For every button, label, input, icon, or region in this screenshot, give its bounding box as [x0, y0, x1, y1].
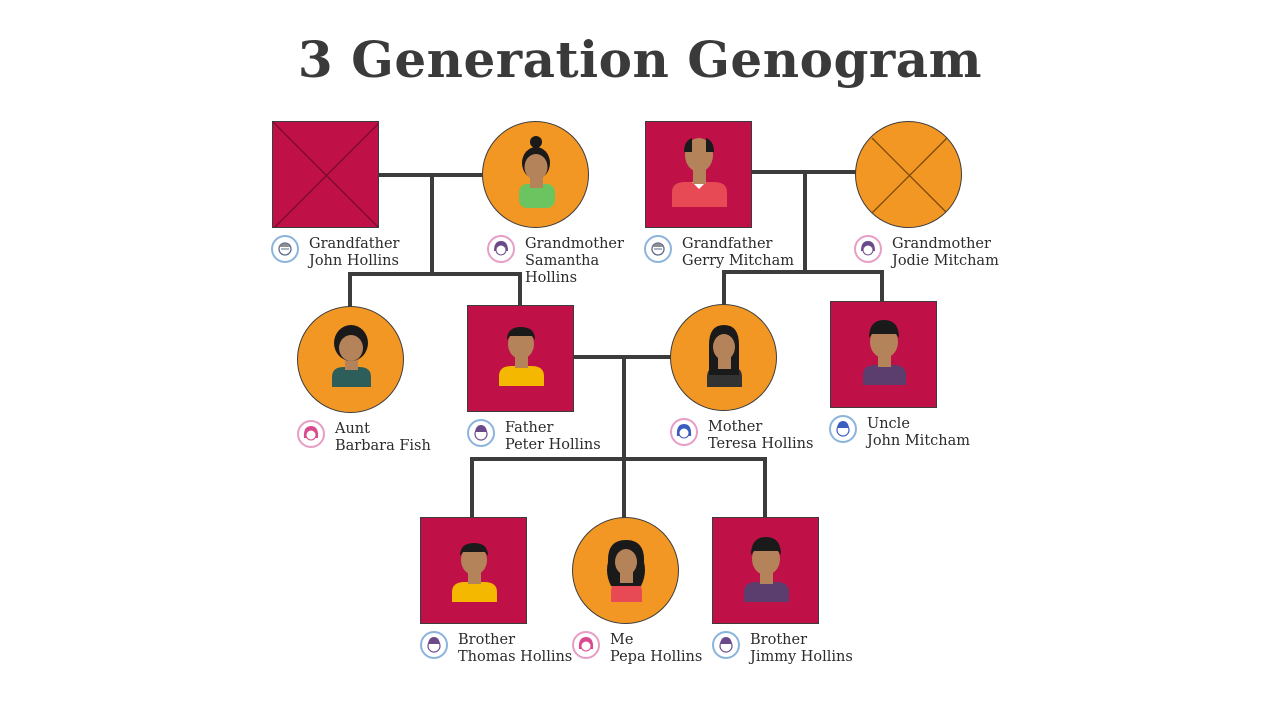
man-avatar-icon [863, 320, 906, 385]
father-peter-hollins-label: Father Peter Hollins [467, 419, 601, 454]
grandmother-samantha-hollins-node [482, 121, 589, 228]
grandfather-john-hollins-label: Grandfather John Hollins [271, 235, 399, 270]
grandmother-jodie-mitcham-label: Grandmother Jodie Mitcham [854, 235, 999, 270]
mother-teresa-hollins-node [670, 304, 777, 411]
me-pepa-hollins-node [572, 517, 679, 624]
man-avatar-icon [271, 235, 299, 263]
grandfather-gerry-mitcham-node [645, 121, 752, 228]
brother-thomas-hollins-label: Brother Thomas Hollins [420, 631, 572, 666]
man-avatar-icon [712, 631, 740, 659]
deceased-cross-icon [273, 122, 378, 227]
man-avatar-icon [452, 543, 497, 602]
woman-avatar-icon [670, 418, 698, 446]
grandmother-jodie-mitcham-node [855, 121, 962, 228]
uncle-john-mitcham-label: Uncle John Mitcham [829, 415, 970, 450]
man-avatar-icon [744, 537, 789, 602]
grandmother-samantha-hollins-label: Grandmother Samantha Hollins [487, 235, 624, 287]
mother-teresa-hollins-label: Mother Teresa Hollins [670, 418, 813, 453]
bald-man-avatar-icon [672, 138, 727, 207]
man-avatar-icon [829, 415, 857, 443]
man-avatar-icon [467, 419, 495, 447]
aunt-barbara-fish-label: Aunt Barbara Fish [297, 420, 431, 455]
woman-bob-avatar-icon [332, 325, 371, 387]
man-avatar-icon [644, 235, 672, 263]
man-avatar-icon [420, 631, 448, 659]
uncle-john-mitcham-node [830, 301, 937, 408]
woman-bun-avatar-icon [519, 136, 555, 208]
brother-thomas-hollins-node [420, 517, 527, 624]
man-avatar-icon [499, 327, 544, 386]
brother-jimmy-hollins-node [712, 517, 819, 624]
woman-avatar-icon [854, 235, 882, 263]
woman-curly-hair-avatar-icon [607, 540, 645, 602]
woman-long-hair-avatar-icon [707, 325, 742, 387]
grandfather-john-hollins-node [272, 121, 379, 228]
father-peter-hollins-node [467, 305, 574, 412]
brother-jimmy-hollins-label: Brother Jimmy Hollins [712, 631, 853, 666]
woman-avatar-icon [572, 631, 600, 659]
deceased-cross-icon [871, 137, 948, 214]
page-title: 3 Generation Genogram [297, 30, 983, 89]
woman-avatar-icon [297, 420, 325, 448]
me-pepa-hollins-label: Me Pepa Hollins [572, 631, 702, 666]
grandfather-gerry-mitcham-label: Grandfather Gerry Mitcham [644, 235, 794, 270]
woman-avatar-icon [487, 235, 515, 263]
aunt-barbara-fish-node [297, 306, 404, 413]
